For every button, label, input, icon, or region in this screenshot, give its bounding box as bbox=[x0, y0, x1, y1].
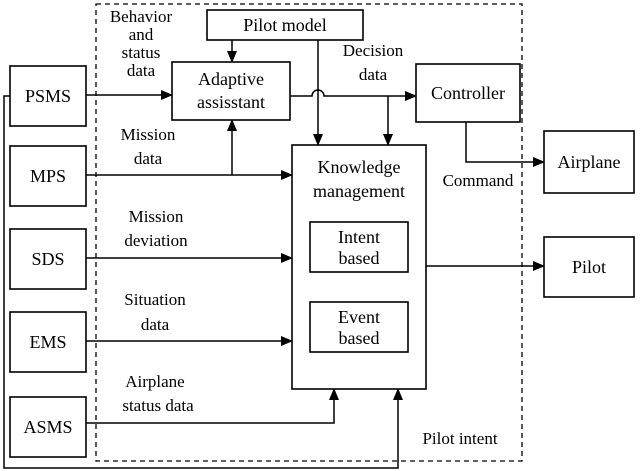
adaptive-assistant-label-2: assisstant bbox=[197, 92, 265, 112]
svg-text:Mission: Mission bbox=[121, 125, 176, 144]
situation-data-label: Situation data bbox=[124, 290, 186, 334]
svg-text:and: and bbox=[129, 25, 154, 44]
mps-label: MPS bbox=[30, 166, 66, 186]
airplane-label: Airplane bbox=[558, 152, 621, 172]
pilot-intent-arrow bbox=[3, 95, 403, 469]
adaptive-assistant-node: Adaptive assisstant bbox=[171, 61, 291, 121]
knowledge-management-label-2: management bbox=[313, 181, 405, 201]
svg-text:Mission: Mission bbox=[129, 207, 184, 226]
pilot-model-label: Pilot model bbox=[243, 15, 327, 35]
event-based-label-2: based bbox=[339, 328, 380, 348]
adaptive-assistant-label-1: Adaptive bbox=[198, 69, 264, 89]
asms-label: ASMS bbox=[23, 417, 72, 437]
intent-based-label-2: based bbox=[339, 248, 380, 268]
svg-text:data: data bbox=[127, 61, 156, 80]
svg-text:data: data bbox=[359, 65, 388, 84]
controller-label: Controller bbox=[431, 83, 505, 103]
svg-text:status: status bbox=[122, 43, 161, 62]
command-label: Command bbox=[443, 171, 514, 190]
psms-label: PSMS bbox=[25, 86, 71, 106]
knowledge-management-label-1: Knowledge bbox=[318, 157, 401, 177]
svg-text:Decision: Decision bbox=[343, 41, 404, 60]
ems-node: EMS bbox=[9, 311, 87, 373]
decision-data-label: Decision data bbox=[343, 41, 404, 84]
assistant-to-controller-arrow bbox=[290, 89, 417, 101]
sds-node: SDS bbox=[9, 228, 87, 290]
svg-text:status data: status data bbox=[122, 396, 194, 415]
svg-text:data: data bbox=[134, 149, 163, 168]
svg-text:Behavior: Behavior bbox=[110, 7, 173, 26]
sds-label: SDS bbox=[31, 249, 64, 269]
asms-node: ASMS bbox=[9, 396, 87, 458]
controller-node: Controller bbox=[415, 63, 521, 123]
behavior-status-label: Behavior and status data bbox=[110, 7, 173, 80]
event-based-label-1: Event bbox=[338, 307, 380, 327]
controller-to-airplane-arrow bbox=[465, 122, 545, 167]
svg-text:deviation: deviation bbox=[124, 231, 188, 250]
svg-text:Airplane: Airplane bbox=[125, 372, 184, 391]
intent-based-label-1: Intent bbox=[338, 227, 380, 247]
airplane-node: Airplane bbox=[543, 130, 635, 194]
ems-label: EMS bbox=[29, 332, 66, 352]
psms-node: PSMS bbox=[9, 65, 87, 127]
mission-deviation-label: Mission deviation bbox=[124, 207, 188, 250]
pilot-model-node: Pilot model bbox=[206, 9, 364, 41]
pilot-intent-label: Pilot intent bbox=[422, 429, 497, 448]
pilot-label: Pilot bbox=[572, 257, 606, 277]
mission-data-label: Mission data bbox=[121, 125, 176, 168]
svg-text:data: data bbox=[141, 315, 170, 334]
pilot-node: Pilot bbox=[543, 236, 635, 298]
mps-node: MPS bbox=[9, 145, 87, 207]
airplane-status-label: Airplane status data bbox=[122, 372, 194, 415]
asms-to-km-arrow bbox=[86, 388, 339, 424]
event-based-node: Event based bbox=[309, 301, 409, 353]
intent-based-node: Intent based bbox=[309, 221, 409, 273]
svg-text:Situation: Situation bbox=[124, 290, 186, 309]
